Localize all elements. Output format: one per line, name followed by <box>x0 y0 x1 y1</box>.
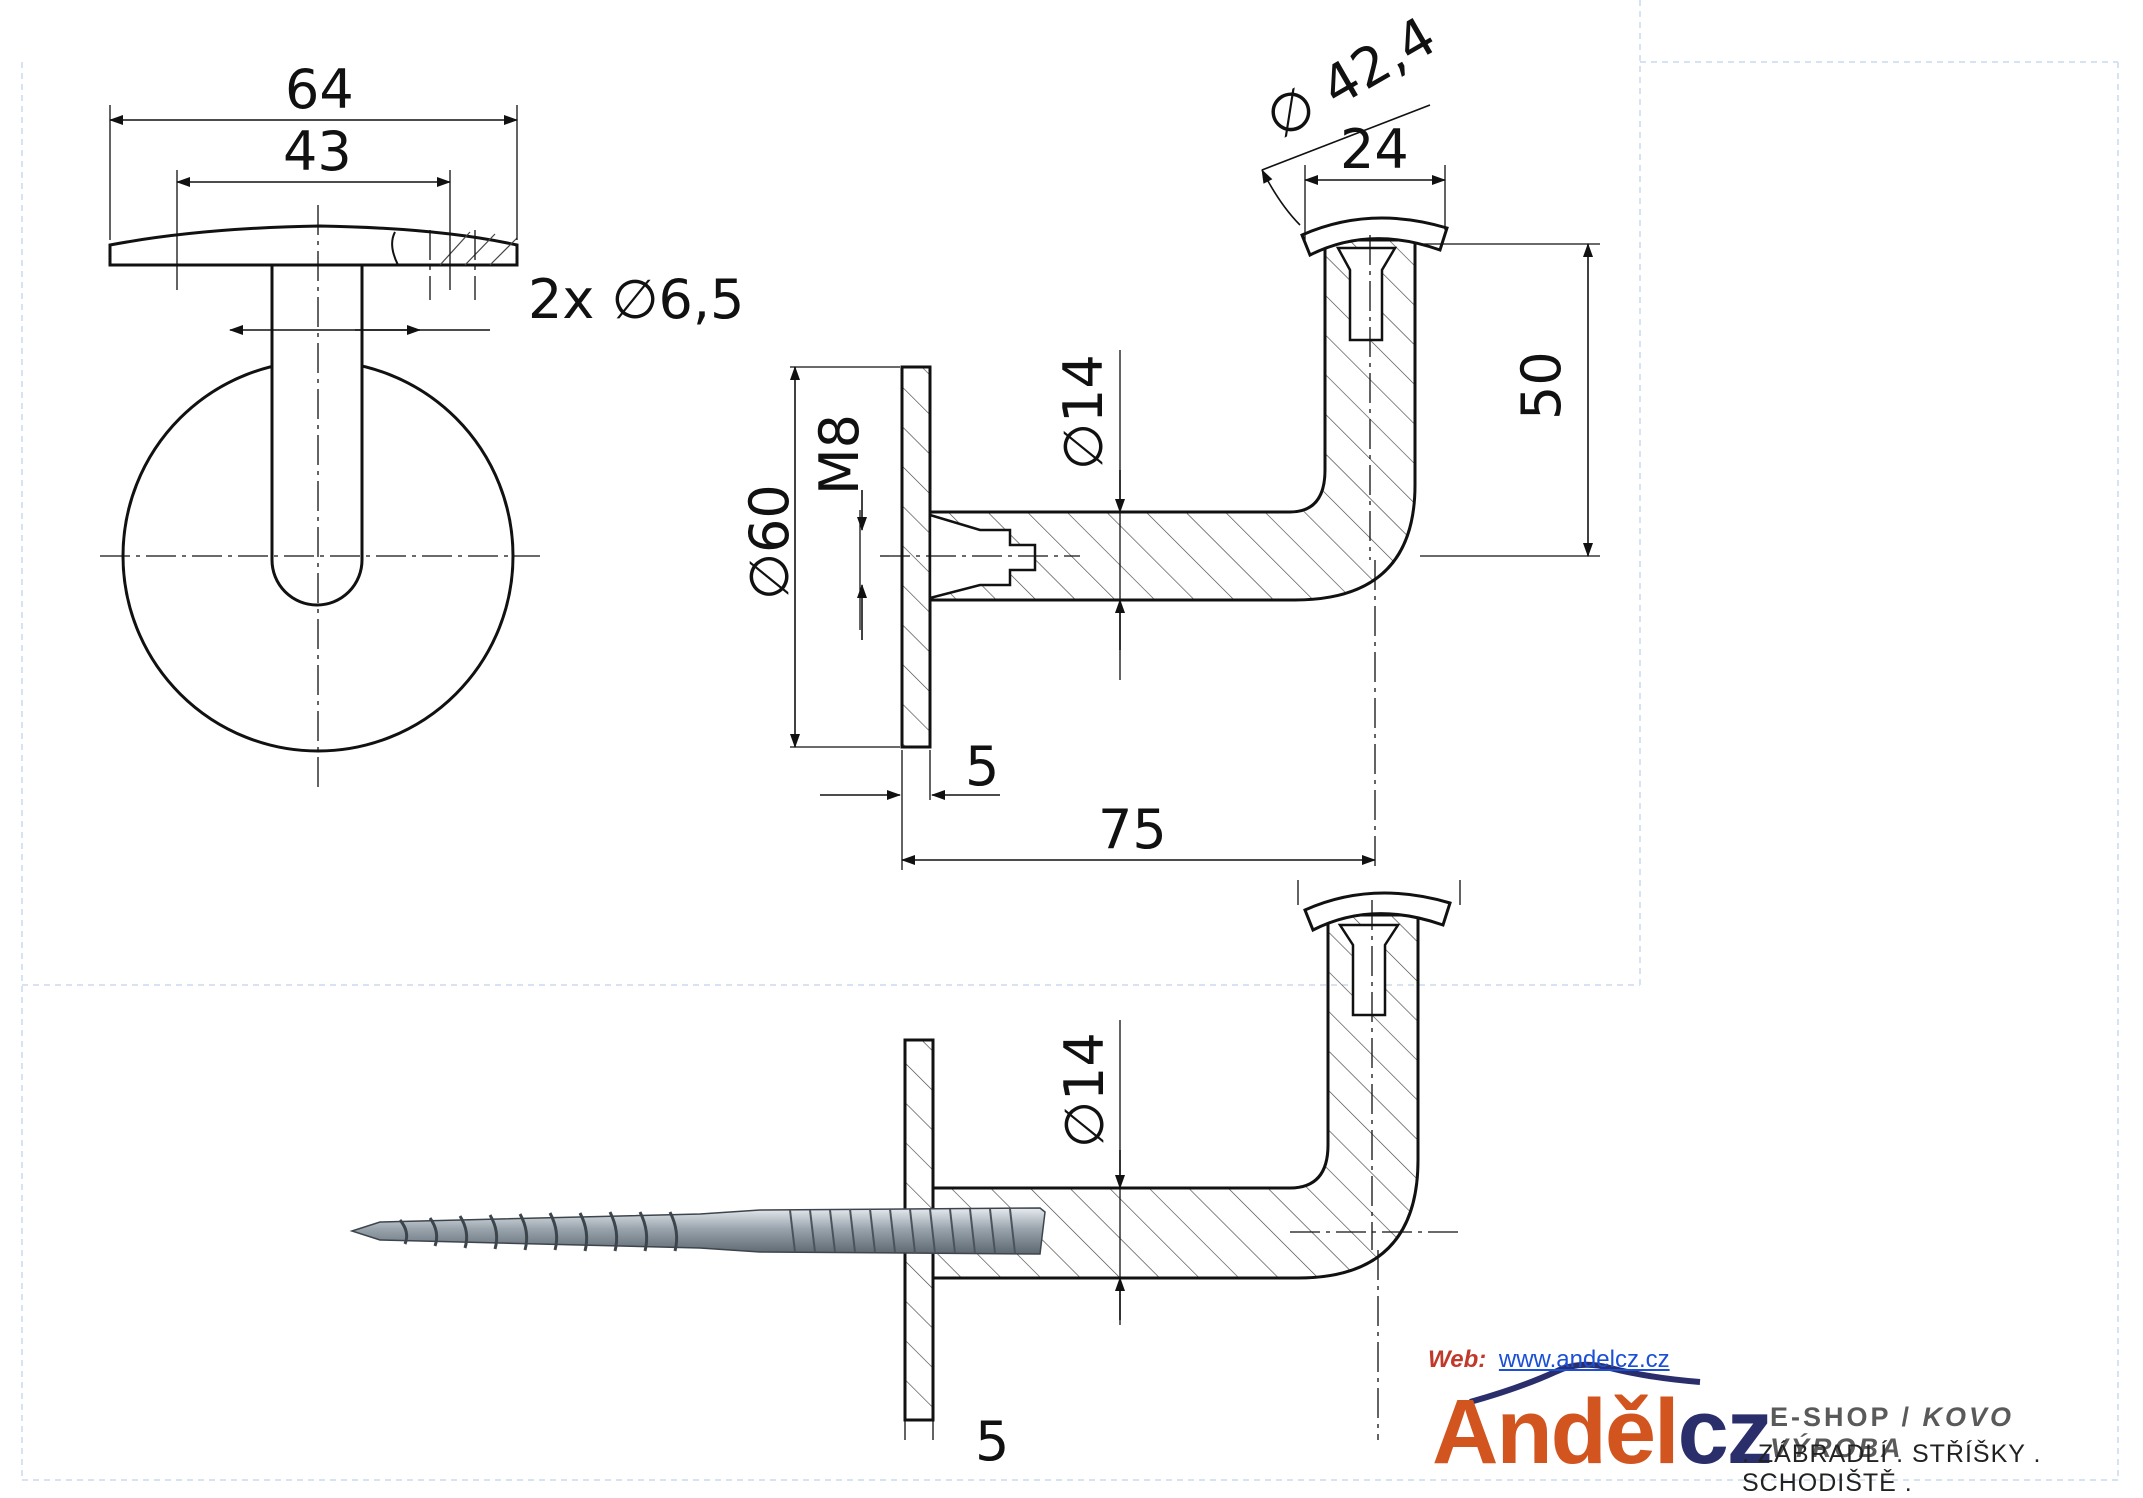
tagline-eshop-text: E-SHOP / <box>1770 1402 1923 1432</box>
dimension-14-bottom: ∅14 <box>1053 1032 1116 1148</box>
dimension-75: 75 <box>1098 798 1167 861</box>
web-label: Web: <box>1428 1346 1487 1373</box>
extension-lines <box>109 105 518 290</box>
tagline-services: . ZÁBRADLÍ . STŘÍŠKY . SCHODIŠTĚ . <box>1742 1440 2042 1497</box>
bottom-center-lines <box>1290 900 1460 1440</box>
screw-top-cavity <box>1335 246 1398 342</box>
dimension-43: 43 <box>283 120 352 183</box>
website-line: Web: www.andelcz.cz <box>1428 1346 1670 1374</box>
front-dimensions <box>109 115 518 335</box>
dimension-24: 24 <box>1340 118 1409 181</box>
front-view <box>100 105 540 790</box>
side-dimensions <box>790 104 1593 865</box>
dimension-5: 5 <box>965 735 999 798</box>
tagline-kovo-text: KOVO VÝROBA <box>1770 1402 2015 1463</box>
saddle-break <box>391 231 399 266</box>
dimension-60: ∅60 <box>738 484 801 600</box>
logo-cz-text: cz <box>1677 1381 1773 1483</box>
dimension-64: 64 <box>285 58 354 121</box>
saddle-hatch-section <box>439 231 518 266</box>
saddle-plate-top <box>108 224 519 267</box>
logo-andel-text: Anděl <box>1432 1381 1680 1483</box>
tagline-eshop: E-SHOP / KOVO VÝROBA <box>1770 1402 2143 1464</box>
roof-swoosh-icon <box>1469 1361 1701 1405</box>
sheet-borders <box>21 0 2119 1481</box>
saddle-bottom <box>1303 891 1452 933</box>
wall-flange-top <box>900 365 932 749</box>
center-lines <box>100 205 540 790</box>
screw-bottom-cavity <box>1337 923 1401 1017</box>
dimension-5-partial: 5 <box>975 1410 1009 1473</box>
company-logo[interactable]: Andělcz <box>1432 1386 1773 1478</box>
website-link[interactable]: www.andelcz.cz <box>1498 1346 1670 1373</box>
dimension-14-top: ∅14 <box>1052 354 1115 470</box>
side-center-lines <box>880 235 1376 870</box>
saddle-top <box>1300 216 1449 258</box>
support-arm-front <box>270 265 364 607</box>
dimension-50: 50 <box>1510 351 1573 420</box>
bottom-section <box>349 880 1461 1440</box>
dimension-m8: M8 <box>808 414 871 495</box>
side-extension-lines <box>790 165 1600 870</box>
wood-screw-icon <box>349 1207 1046 1255</box>
side-section <box>790 104 1600 870</box>
dimension-holes: 2x ∅6,5 <box>528 268 744 331</box>
